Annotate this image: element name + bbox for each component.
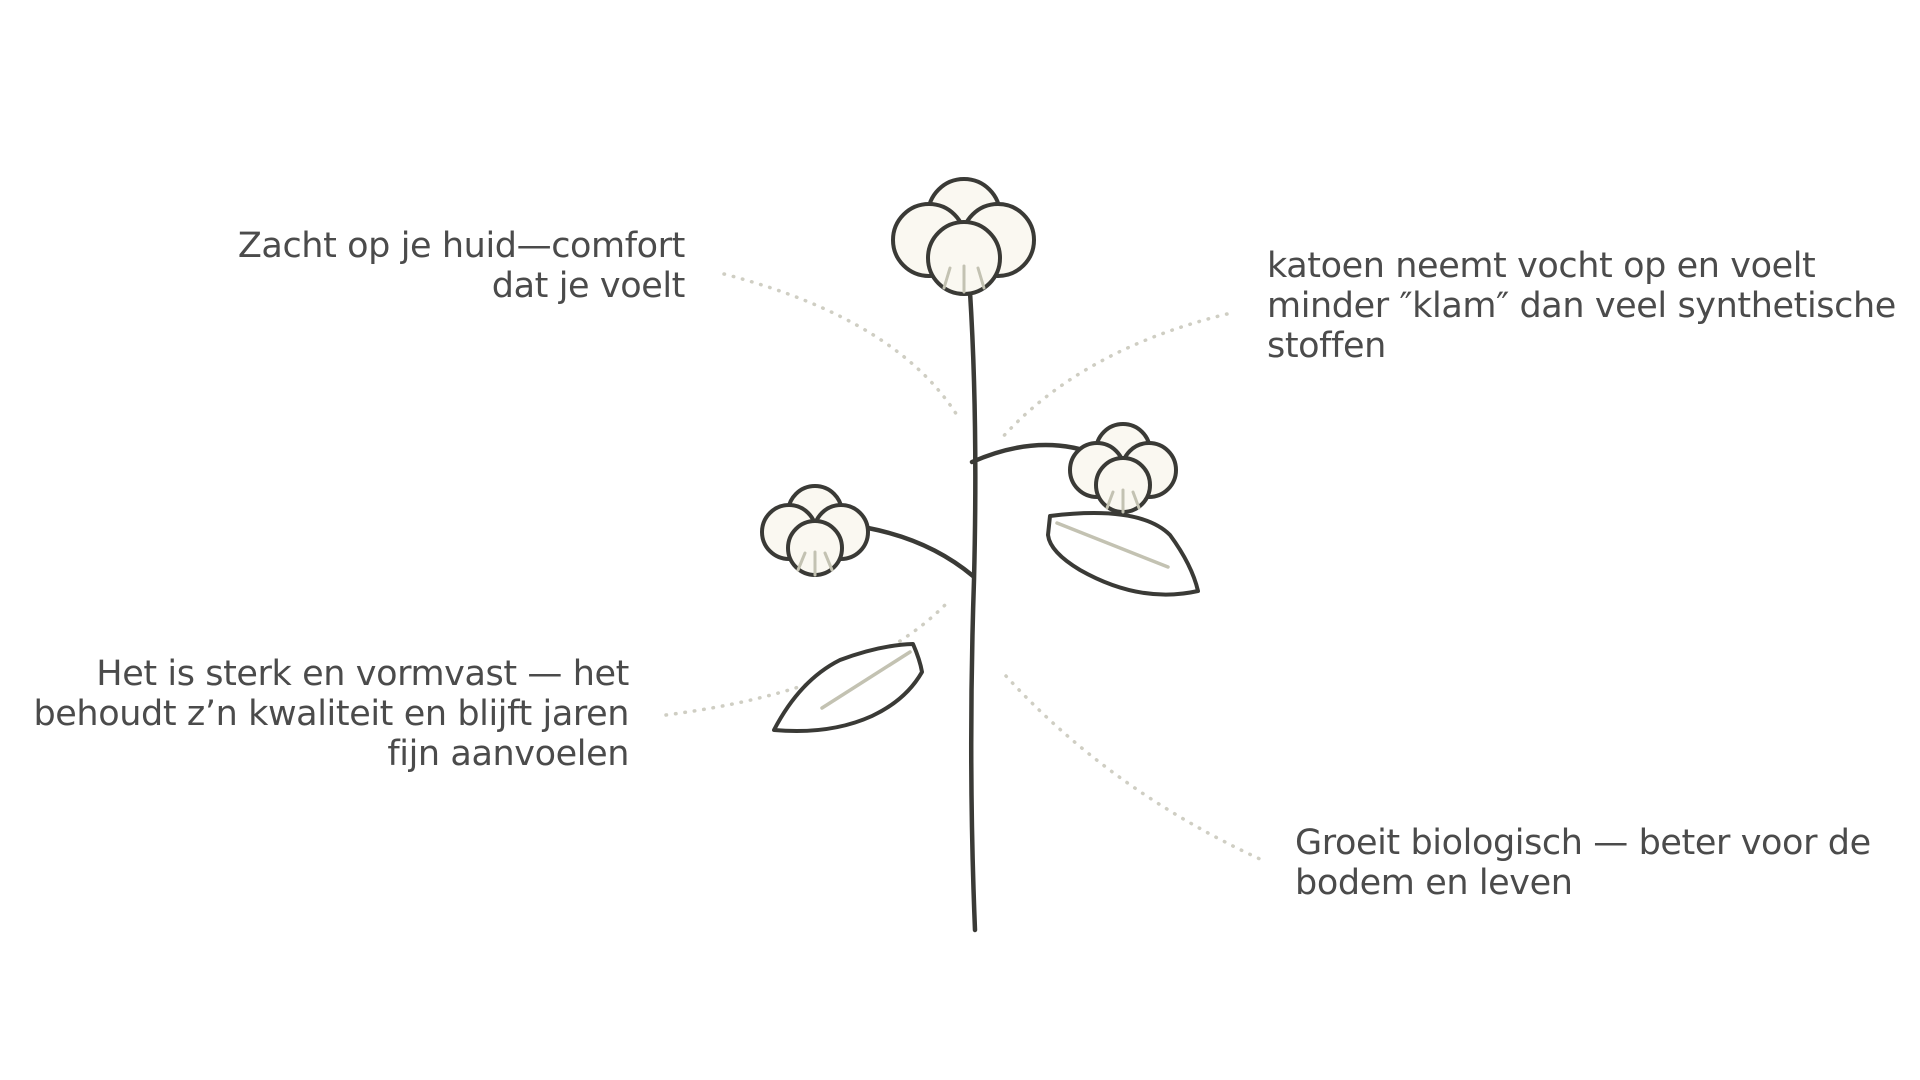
cotton-boll-right (1068, 422, 1178, 514)
connector-organic (1004, 674, 1264, 862)
callout-softness-line-2: dat je voelt (491, 266, 686, 306)
callout-softness-line-1: Zacht op je huid—comfort (237, 226, 686, 266)
leaf-left (772, 642, 924, 734)
stem (967, 289, 978, 933)
cotton-boll-top (891, 177, 1036, 296)
callout-moisture-line-2: minder ″klam″ dan veel synthetische (1267, 286, 1896, 326)
callout-strength: Het is sterk en vormvast — het behoudt z… (33, 654, 629, 774)
callout-moisture: katoen neemt vocht op en voelt minder ″k… (1267, 246, 1896, 366)
leaf-right (1046, 511, 1200, 597)
callout-moisture-line-3: stoffen (1267, 326, 1386, 366)
cotton-boll-left (760, 484, 870, 577)
callout-organic-line-1: Groeit biologisch — beter voor de (1295, 823, 1871, 863)
connector-softness (722, 272, 962, 422)
callout-strength-line-1: Het is sterk en vormvast — het (96, 654, 629, 694)
callout-strength-line-2: behoudt z’n kwaliteit en blijft jaren (33, 694, 629, 734)
branch-left (865, 525, 976, 579)
callout-strength-line-3: fijn aanvoelen (387, 734, 629, 774)
callout-softness: Zacht op je huid—comfort dat je voelt (237, 226, 686, 306)
callout-organic: Groeit biologisch — beter voor de bodem … (1295, 823, 1871, 903)
connector-moisture (998, 312, 1229, 442)
callout-moisture-line-1: katoen neemt vocht op en voelt (1267, 246, 1816, 286)
callout-organic-line-2: bodem en leven (1295, 863, 1573, 903)
